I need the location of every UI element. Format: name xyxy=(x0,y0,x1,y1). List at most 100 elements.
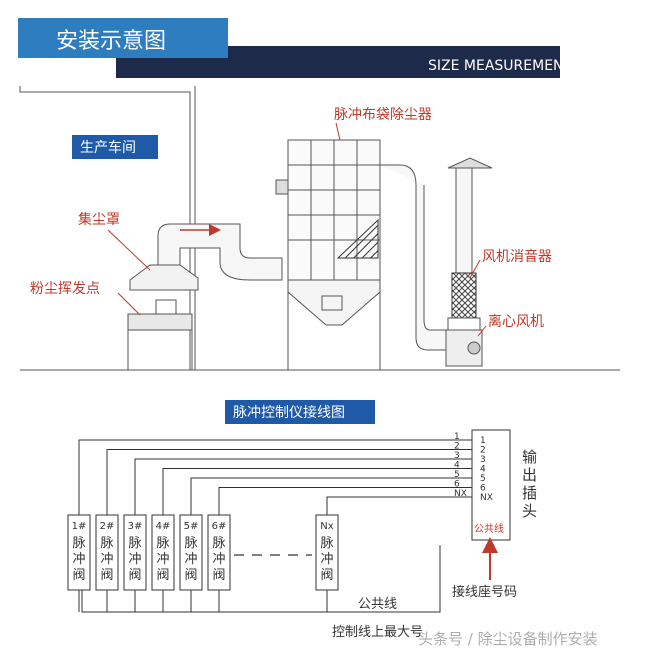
pin-label-inner-5: 5 xyxy=(480,474,486,484)
wiring-title-badge xyxy=(225,400,375,424)
inlet-duct xyxy=(157,223,283,281)
max-number-label: 控制线上最大号 xyxy=(332,625,423,640)
wire-3 xyxy=(134,458,472,515)
output-plug-char-3: 插 xyxy=(522,484,537,502)
pin-label-outer-5: 5 xyxy=(454,470,460,480)
subtitle-band xyxy=(116,46,560,78)
common-line xyxy=(81,545,441,613)
wiring-title: 脉冲控制仪接线图 xyxy=(233,404,345,421)
dust-source-label: 粉尘挥发点 xyxy=(30,281,100,297)
header: 安装示意图 SIZE MEASUREMENT xyxy=(18,18,573,78)
workshop-badge xyxy=(72,135,158,159)
pin-label-outer-1: 1 xyxy=(454,432,460,442)
common-line-label: 公共线 xyxy=(358,597,397,612)
output-plug-char-2: 出 xyxy=(522,466,537,484)
valve-text-char: 脉 xyxy=(212,536,225,551)
valve-text-char: 阀 xyxy=(184,568,197,583)
filter-bags xyxy=(336,218,379,259)
valve-text-char: 阀 xyxy=(128,568,141,583)
installation-labels: 脉冲布袋除尘器 集尘罩 粉尘挥发点 风机消音器 离心风机 xyxy=(30,107,552,330)
dust-hood-label: 集尘罩 xyxy=(78,211,120,228)
valve-id: 5# xyxy=(184,521,199,532)
pulse-bag-filter-label: 脉冲布袋除尘器 xyxy=(334,107,432,123)
valve-text-char: 冲 xyxy=(128,552,141,567)
valve-1: 1# 脉冲阀 xyxy=(67,514,91,612)
valve-text-char: 阀 xyxy=(72,568,85,583)
output-terminal-box xyxy=(471,429,511,541)
callout-leaders xyxy=(107,122,487,337)
valve-text-char: 脉 xyxy=(320,536,333,551)
valve-text-char: 冲 xyxy=(72,552,85,567)
valve-id: 2# xyxy=(100,521,115,532)
pulse-manifold xyxy=(275,179,289,195)
valve-text-char: 冲 xyxy=(320,552,333,567)
valve-3: 3# 脉冲阀 xyxy=(123,514,147,612)
output-plug-char-4: 头 xyxy=(522,502,537,520)
pin-label-outer-NX: NX xyxy=(454,489,467,499)
wiring-lines xyxy=(78,439,472,515)
valve-5: 5# 脉冲阀 xyxy=(179,514,203,612)
valve-text-char: 冲 xyxy=(100,552,113,567)
output-plug-label: 输 出 插 头 xyxy=(522,448,537,520)
filter-grid xyxy=(288,140,380,280)
installation-scene: 生产车间 xyxy=(19,86,620,371)
watermark: 头条号 / 除尘设备制作安装 xyxy=(418,630,598,648)
valve-text-char: 脉 xyxy=(156,536,169,551)
valve-text-char: 脉 xyxy=(128,536,141,551)
wire-NX xyxy=(326,496,472,515)
valve-id: Nx xyxy=(320,521,333,532)
valve-4: 4# 脉冲阀 xyxy=(151,514,175,612)
pin-label-outer-6: 6 xyxy=(454,480,460,490)
filter-hopper xyxy=(287,279,381,326)
pin-label-inner-4: 4 xyxy=(480,465,486,475)
pin-label-outer-3: 3 xyxy=(454,451,460,461)
valve-text-char: 阀 xyxy=(212,568,225,583)
pin-label-inner-1: 1 xyxy=(480,436,486,446)
valve-Nx: Nx 脉冲阀 xyxy=(315,514,339,612)
pin-label-inner-2: 2 xyxy=(480,446,486,456)
wire-6 xyxy=(218,487,472,515)
fan-motor xyxy=(467,341,481,355)
pin-label-inner-NX: NX xyxy=(480,493,493,503)
exhaust-stack xyxy=(455,167,473,274)
dust-source-table xyxy=(127,329,193,371)
fan-silencer xyxy=(451,272,477,319)
valve-text-char: 脉 xyxy=(184,536,197,551)
valve-text-char: 阀 xyxy=(156,568,169,583)
pin-label-inner-3: 3 xyxy=(480,455,486,465)
valve-id: 3# xyxy=(128,521,143,532)
wire-2 xyxy=(106,449,472,515)
wire-1 xyxy=(78,439,472,515)
hopper-door xyxy=(321,295,343,311)
valve-text-char: 阀 xyxy=(320,568,333,583)
socket-number-label: 接线座号码 xyxy=(452,584,517,600)
centrifugal-fan-label: 离心风机 xyxy=(488,313,544,330)
valve-id: 4# xyxy=(156,521,171,532)
valve-text-char: 冲 xyxy=(212,552,225,567)
wire-4 xyxy=(162,468,472,515)
pin-label-outer-2: 2 xyxy=(454,442,460,452)
dust-source-body xyxy=(127,313,193,331)
dust-hood xyxy=(129,264,199,291)
wire-5 xyxy=(190,477,472,515)
output-plug-char-1: 输 xyxy=(522,448,537,466)
valve-id: 1# xyxy=(72,521,87,532)
outlet-duct xyxy=(380,164,459,351)
fan-silencer-label: 风机消音器 xyxy=(482,248,552,265)
valve-text-char: 脉 xyxy=(100,536,113,551)
valve-text-char: 冲 xyxy=(156,552,169,567)
pin-label-outer-4: 4 xyxy=(454,461,460,471)
valve-2: 2#脉冲阀 xyxy=(95,514,119,612)
page-title: 安装示意图 xyxy=(56,29,166,54)
pin-label-inner-6: 6 xyxy=(480,484,486,494)
size-measurement-label: SIZE MEASUREMENT xyxy=(428,58,573,74)
common-terminal-label: 公共线 xyxy=(474,522,504,535)
silencer-base xyxy=(447,317,481,331)
workshop-label: 生产车间 xyxy=(80,139,136,156)
stack-cap xyxy=(447,157,493,169)
valve-text-char: 脉 xyxy=(72,536,85,551)
valve-text-char: 冲 xyxy=(184,552,197,567)
